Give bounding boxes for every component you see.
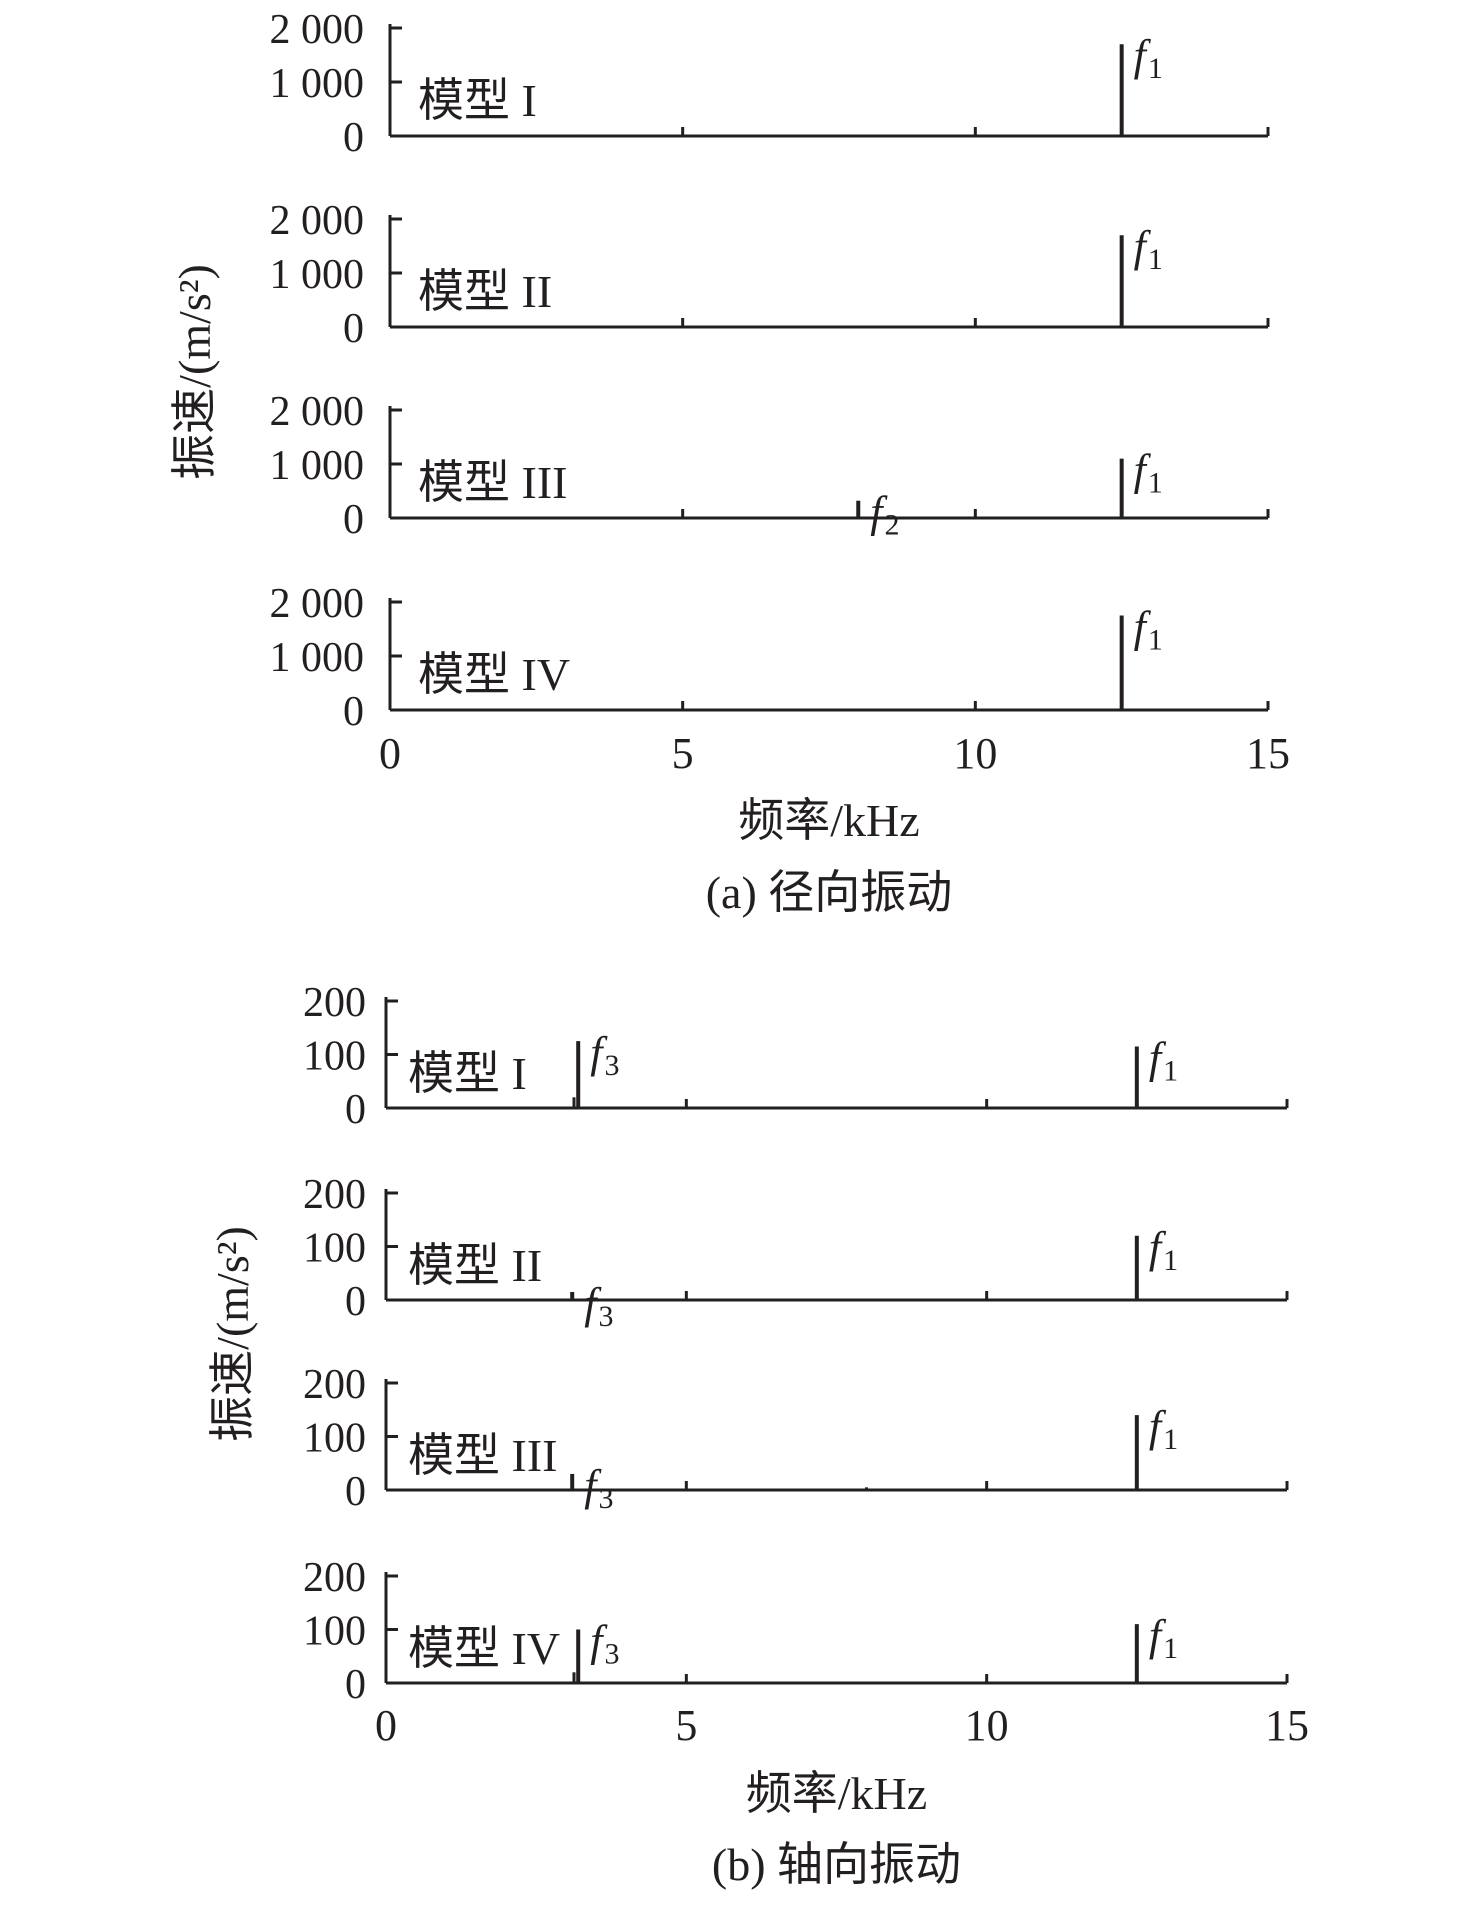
subplot: 0 1 000 2 000 模型 III f2 f1 (270, 389, 1270, 543)
peak-label: f1 (1149, 1402, 1178, 1456)
model-label: 模型 II (408, 1240, 542, 1291)
subplot: 0 100 200 模型 IV f3 f1 (303, 1555, 1289, 1708)
x-tick-label: 5 (672, 729, 694, 778)
figure-caption: (b) 轴向振动 (712, 1839, 961, 1890)
x-tick-label: 15 (1265, 1701, 1309, 1750)
y-tick-label: 1 000 (270, 635, 365, 681)
x-axis-title: 频率/kHz (738, 795, 919, 846)
y-tick-label: 0 (343, 115, 364, 161)
y-tick-label: 2 000 (270, 7, 365, 53)
y-tick-label: 1 000 (270, 443, 365, 489)
subplot: 0 1 000 2 000 模型 II f1 (270, 198, 1270, 352)
peak-label: f1 (1149, 1611, 1178, 1665)
y-tick-label: 100 (303, 1416, 366, 1462)
peak-label: f1 (1134, 222, 1163, 276)
y-tick-label: 0 (345, 1279, 366, 1325)
x-tick-label: 0 (379, 729, 401, 778)
peak-label: f1 (1149, 1033, 1178, 1087)
model-label: 模型 II (418, 266, 552, 317)
y-tick-label: 200 (303, 1555, 366, 1601)
y-tick-label: 1 000 (270, 252, 365, 298)
y-tick-label: 100 (303, 1609, 366, 1655)
y-tick-label: 2 000 (270, 198, 365, 244)
model-label: 模型 IV (408, 1623, 560, 1674)
peak-label: f3 (590, 1028, 619, 1082)
subplot: 0 1 000 2 000 模型 IV f1 (270, 581, 1270, 735)
model-label: 模型 I (418, 75, 537, 126)
y-tick-label: 0 (345, 1469, 366, 1515)
y-tick-label: 2 000 (270, 389, 365, 435)
model-label: 模型 I (408, 1048, 527, 1099)
y-axis-title: 振速/(m/s²) (207, 1226, 258, 1442)
model-label: 模型 III (408, 1430, 557, 1481)
y-tick-label: 200 (303, 1172, 366, 1218)
y-tick-label: 0 (343, 306, 364, 352)
peak-label: f1 (1149, 1223, 1178, 1277)
x-tick-label: 10 (953, 729, 997, 778)
peak-label: f2 (870, 488, 899, 542)
chart-a: 0 1 000 2 000 模型 I f1 0 1 000 2 000 模型 II f1 0 1 00… (169, 7, 1290, 918)
subplot: 0 1 000 2 000 模型 I f1 (270, 7, 1270, 161)
y-tick-label: 0 (345, 1087, 366, 1133)
subplot: 0 100 200 模型 III f3 f1 (303, 1362, 1289, 1515)
y-tick-label: 200 (303, 980, 366, 1026)
y-tick-label: 0 (345, 1662, 366, 1708)
peak-label: f1 (1134, 603, 1163, 657)
y-tick-label: 200 (303, 1362, 366, 1408)
x-tick-label: 0 (375, 1701, 397, 1750)
subplot: 0 100 200 模型 II f3 f1 (303, 1172, 1289, 1333)
peak-label: f3 (584, 1461, 613, 1515)
x-tick-label: 15 (1246, 729, 1290, 778)
y-tick-label: 100 (303, 1226, 366, 1272)
peak-label: f3 (590, 1617, 619, 1671)
y-axis-title: 振速/(m/s²) (169, 264, 220, 480)
model-label: 模型 III (418, 457, 567, 508)
x-axis-title: 频率/kHz (746, 1768, 927, 1819)
y-tick-label: 0 (343, 689, 364, 735)
y-tick-label: 2 000 (270, 581, 365, 627)
peak-label: f3 (584, 1279, 613, 1333)
x-tick-label: 10 (965, 1701, 1009, 1750)
figure-caption: (a) 径向振动 (706, 867, 953, 918)
y-tick-label: 100 (303, 1034, 366, 1080)
y-tick-label: 1 000 (270, 61, 365, 107)
subplot: 0 100 200 模型 I f3 f1 (303, 980, 1289, 1133)
model-label: 模型 IV (418, 649, 570, 700)
x-tick-label: 5 (675, 1701, 697, 1750)
peak-label: f1 (1134, 31, 1163, 85)
peak-label: f1 (1134, 446, 1163, 500)
y-tick-label: 0 (343, 497, 364, 543)
